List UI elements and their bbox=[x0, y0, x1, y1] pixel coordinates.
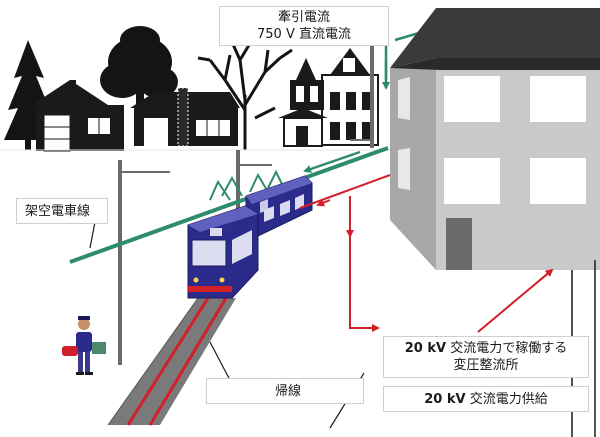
supply-voltage: 20 kV bbox=[424, 392, 466, 407]
pole-arms bbox=[120, 139, 372, 173]
overhead-line-text: 架空電車線 bbox=[25, 204, 91, 219]
traction-current-title: 牽引電流 bbox=[277, 10, 330, 25]
supply-text: 交流電力供給 bbox=[465, 392, 548, 407]
overhead-line-label: 架空電車線 bbox=[16, 198, 108, 224]
substation-line1: 20 kV 交流電力で稼働する bbox=[384, 340, 588, 357]
traction-current-label: 牽引電流 750 V 直流電流 bbox=[219, 6, 389, 46]
substation-voltage: 20 kV bbox=[404, 341, 447, 356]
worker-figure bbox=[62, 316, 106, 375]
supply-label: 20 kV 交流電力供給 bbox=[383, 386, 589, 412]
substation-line2: 変圧整流所 bbox=[453, 358, 519, 373]
tram bbox=[187, 169, 313, 299]
substation-line1-text: 交流電力で稼働する bbox=[446, 341, 568, 356]
substation-label: 20 kV 交流電力で稼働する 変圧整流所 bbox=[383, 336, 589, 378]
return-line-label: 帰線 bbox=[206, 378, 364, 404]
return-line-text: 帰線 bbox=[275, 384, 302, 399]
return-current bbox=[299, 174, 554, 333]
track bbox=[107, 297, 236, 426]
traction-voltage-text: 750 V 直流電流 bbox=[257, 27, 351, 42]
houses bbox=[32, 48, 379, 152]
substation-building bbox=[390, 8, 600, 437]
